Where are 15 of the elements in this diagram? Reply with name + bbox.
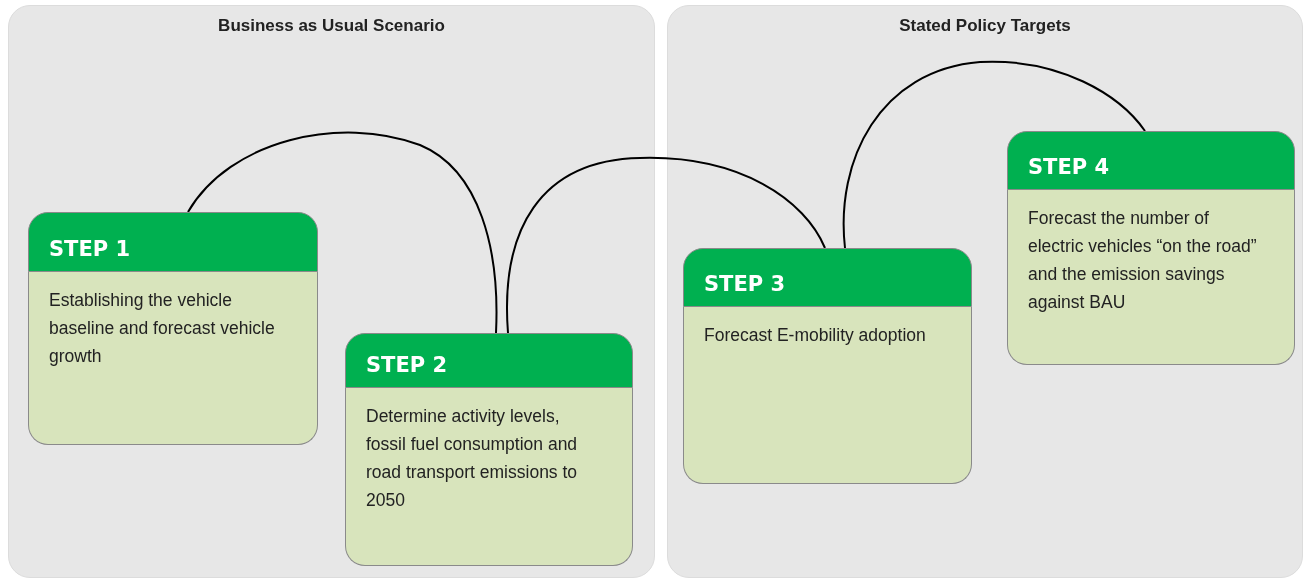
step-description: Forecast the number of electric vehicles “on the road” and the emission savings against BAU: [1007, 190, 1295, 365]
step-description: Establishing the vehicle baseline and forecast vehicle growth: [28, 272, 318, 445]
panel-background: [667, 5, 1303, 578]
panel-background: [8, 5, 655, 578]
step-header: STEP 3: [683, 248, 972, 307]
step-description: Determine activity levels, fossil fuel consumption and road transport emissions to 2050: [345, 388, 633, 566]
connector-arc: [506, 157, 826, 334]
panel-title: Business as Usual Scenario: [217, 16, 446, 36]
step-description: Forecast E-mobility adoption: [683, 307, 972, 484]
connector-arc: [842, 60, 1146, 249]
panel-title: Stated Policy Targets: [898, 16, 1072, 36]
step-header: STEP 1: [28, 212, 318, 272]
step-header: STEP 2: [345, 333, 633, 388]
step-header: STEP 4: [1007, 131, 1295, 190]
connector-arc: [187, 131, 498, 334]
